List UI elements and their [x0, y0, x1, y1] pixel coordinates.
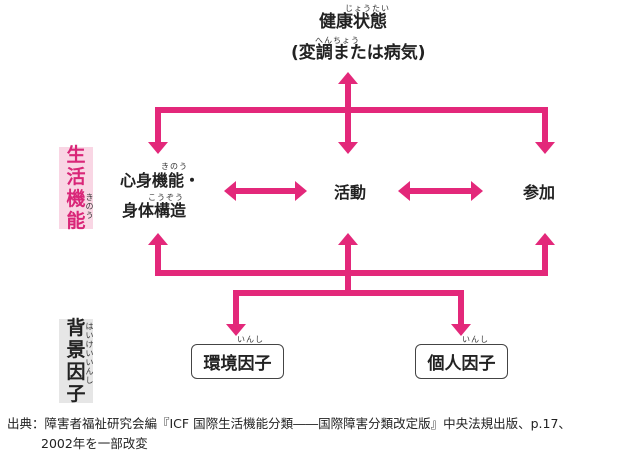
environmental-factors-box: 環境因子: [191, 344, 284, 379]
arrowhead-left-activity: [398, 181, 410, 201]
life-functioning-label: 生 活 機 能 きのう: [59, 144, 94, 232]
personal-ruby: いんし: [462, 335, 489, 344]
body-functions-ruby: きのう: [161, 162, 188, 171]
body-structures-label: 身体構造: [122, 201, 187, 220]
arrowhead-to-body: [148, 142, 168, 154]
arrowhead-to-personal: [451, 324, 471, 336]
arrowhead-to-participation: [535, 142, 555, 154]
source-line-1: 出典：障害者福祉研究会編『ICF 国際生活機能分類――国際障害分類改定版』中央法…: [7, 416, 571, 431]
environment-ruby: いんし: [237, 335, 264, 344]
health-arrowhead-up: [338, 72, 358, 84]
life-char-3: 機: [66, 188, 86, 210]
personal-factors-label: 個人因子: [427, 354, 496, 374]
background-factors-bg: [59, 319, 93, 403]
background-factors-ruby: はいけいいんし: [85, 322, 94, 385]
source-line-2: 2002年を一部改変: [41, 436, 148, 451]
arrowhead-right-participation: [471, 181, 483, 201]
arrowhead-up-participation: [535, 233, 555, 245]
life-functioning-ruby: きのう: [85, 193, 94, 220]
activity-label: 活動: [334, 183, 367, 202]
life-char-4: 能: [66, 210, 86, 232]
life-char-1: 生: [66, 144, 86, 166]
body-structures-ruby: こうぞう: [148, 193, 184, 202]
life-char-2: 活: [66, 166, 86, 188]
arrowhead-up-body: [148, 233, 168, 245]
health-title-ruby: じょうたい: [345, 4, 390, 13]
personal-factors-box: 個人因子: [415, 344, 508, 379]
participation-label: 参加: [523, 183, 556, 202]
health-condition-subtitle: (変調または病気): [291, 43, 426, 63]
body-functions-label: 心身機能・: [120, 171, 201, 190]
arrowhead-up-activity: [338, 233, 358, 245]
background-factors-label: 背 景 因 子 はいけいいんし: [59, 317, 94, 405]
bg-char-3: 因: [66, 361, 86, 383]
bg-char-2: 景: [66, 339, 86, 361]
arrowhead-right-activity: [295, 181, 307, 201]
bg-char-1: 背: [66, 317, 86, 339]
health-condition-title: 健康状態: [319, 12, 387, 32]
arrowhead-to-environment: [226, 324, 246, 336]
arrowhead-to-activity: [338, 142, 358, 154]
environmental-factors-label: 環境因子: [203, 354, 272, 374]
life-functioning-bg: [59, 147, 93, 229]
bg-char-4: 子: [66, 383, 86, 405]
health-subtitle-ruby: へんちょう: [315, 36, 360, 45]
arrowhead-left-body: [224, 181, 236, 201]
